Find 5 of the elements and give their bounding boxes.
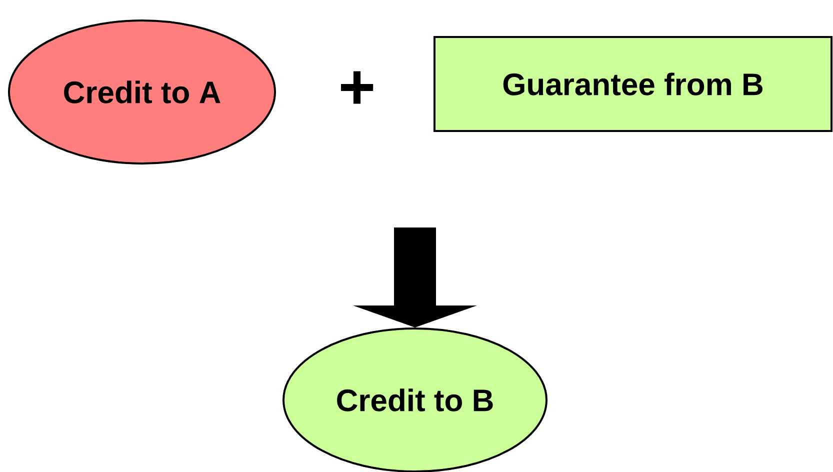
ellipse-node: Credit to A [8, 20, 276, 164]
ellipse-node: Credit to B [282, 328, 548, 472]
block-arrow [353, 228, 477, 328]
plus-sign: + [341, 71, 374, 104]
text-box: Guarantee from B [434, 36, 832, 132]
